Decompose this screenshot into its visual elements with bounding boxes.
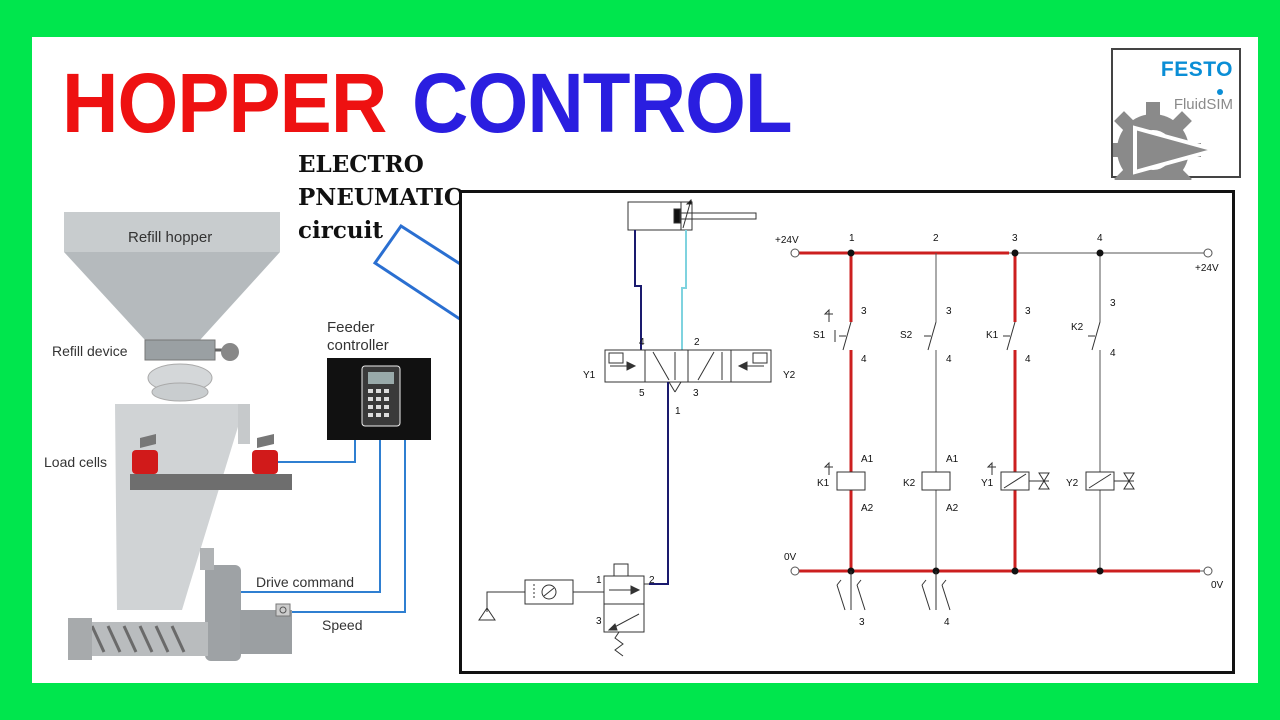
refill-device-knob <box>221 343 239 361</box>
coil-a2-1: A2 <box>861 503 874 514</box>
sv-port-3: 3 <box>596 616 602 627</box>
label-supply-pos: +24V <box>775 235 799 246</box>
sv-port-2: 2 <box>649 575 655 586</box>
contact-s2 <box>927 321 937 351</box>
pn-port-5: 5 <box>639 388 645 399</box>
term-bot-2: 4 <box>946 354 952 365</box>
pn-coil-y1: Y1 <box>583 370 596 381</box>
air-line-4 <box>634 230 642 350</box>
pn-coil-y2: Y2 <box>783 370 796 381</box>
speed-sensor <box>240 610 292 654</box>
coil-label-y1: Y1 <box>981 478 994 489</box>
label-feeder-line1: Feeder <box>327 319 375 336</box>
rung-num-2: 2 <box>933 233 939 244</box>
label-supply-pos-right: +24V <box>1195 263 1219 274</box>
contact-ref-label-3: 3 <box>859 617 865 628</box>
refill-hopper-top <box>64 212 280 252</box>
term-top-2: 3 <box>946 306 952 317</box>
term-top-1: 3 <box>861 306 867 317</box>
refill-device-flange <box>144 339 216 361</box>
contact-k2 <box>1091 321 1101 351</box>
label-refill-device: Refill device <box>52 343 128 359</box>
pointer-arrow <box>372 223 460 321</box>
term-bot-3: 4 <box>1025 354 1031 365</box>
festo-brand: FESTO <box>1160 58 1233 81</box>
refill-hopper-cone <box>64 252 280 340</box>
contact-k1 <box>1006 321 1016 351</box>
coil-k2 <box>921 471 951 491</box>
load-cell-left <box>132 434 158 474</box>
pn-port-2: 2 <box>694 337 700 348</box>
hopper-machine-illustration: Refill hopper Refill device Load cells F… <box>44 212 460 661</box>
wire-speed <box>292 440 406 613</box>
coil-k1 <box>836 471 866 491</box>
load-cell-right <box>252 434 278 474</box>
supply-line <box>649 382 669 585</box>
contact-label-k1: K1 <box>986 330 999 341</box>
electrical-labels: +24V +24V 0V 0V 1 2 3 4 S1 S2 K1 K2 K1 K… <box>775 233 1224 628</box>
cylinder <box>627 201 693 231</box>
subtitle-pneumatic: PNEUMATIC <box>298 184 463 211</box>
gear-play-icon <box>1113 89 1223 180</box>
label-drive-command: Drive command <box>256 574 354 590</box>
rung-num-1: 1 <box>849 233 855 244</box>
air-source-icon <box>478 607 496 621</box>
wire-load-cells <box>278 440 356 463</box>
term-bot-1: 4 <box>861 354 867 365</box>
label-feeder-line2: controller <box>327 337 389 354</box>
label-supply-neg: 0V <box>784 552 797 563</box>
contact-s1 <box>842 321 852 351</box>
term-top-4: 3 <box>1110 298 1116 309</box>
contact-label-s2: S2 <box>900 330 913 341</box>
coil-label-y2: Y2 <box>1066 478 1079 489</box>
pn-port-1: 1 <box>675 406 681 417</box>
title-control: CONTROL <box>412 56 793 150</box>
subtitle-circuit: circuit <box>298 217 383 244</box>
pn-port-3: 3 <box>693 388 699 399</box>
term-bot-4: 4 <box>1110 348 1116 359</box>
coil-label-k1: K1 <box>817 478 830 489</box>
fluidsim-product: FluidSIM <box>1173 96 1233 113</box>
contact-label-k2: K2 <box>1071 322 1084 333</box>
contact-ref-label-4: 4 <box>944 617 950 628</box>
festo-fluidsim-logo: FESTO FluidSIM <box>1111 48 1241 180</box>
title-hopper: HOPPER <box>62 56 387 150</box>
contact-ref-4 <box>921 571 951 611</box>
electrical-ladder <box>790 248 1213 611</box>
term-top-3: 3 <box>1025 306 1031 317</box>
pneumatic-circuit: 4 2 5 3 1 Y1 Y2 1 2 3 <box>478 199 796 657</box>
subtitle-electro: ELECTRO <box>298 151 424 178</box>
drive-motor <box>205 565 241 661</box>
pn-port-4: 4 <box>639 337 645 348</box>
air-line-2 <box>681 230 687 350</box>
coil-a1-1: A1 <box>861 454 874 465</box>
coil-a1-2: A1 <box>946 454 959 465</box>
label-load-cells: Load cells <box>44 454 107 470</box>
rung-num-3: 3 <box>1012 233 1018 244</box>
label-refill-hopper: Refill hopper <box>128 229 212 246</box>
coil-a2-2: A2 <box>946 503 959 514</box>
sv-port-1: 1 <box>596 575 602 586</box>
contact-ref-3 <box>836 571 866 611</box>
load-cell-beam <box>130 474 292 490</box>
circuit-panel: 4 2 5 3 1 Y1 Y2 1 2 3 <box>459 190 1235 674</box>
label-speed: Speed <box>322 617 362 633</box>
wire-drive-command <box>240 440 381 593</box>
label-supply-neg-right: 0V <box>1211 580 1224 591</box>
rung-num-4: 4 <box>1097 233 1103 244</box>
contact-label-s1: S1 <box>813 330 826 341</box>
coil-label-k2: K2 <box>903 478 916 489</box>
